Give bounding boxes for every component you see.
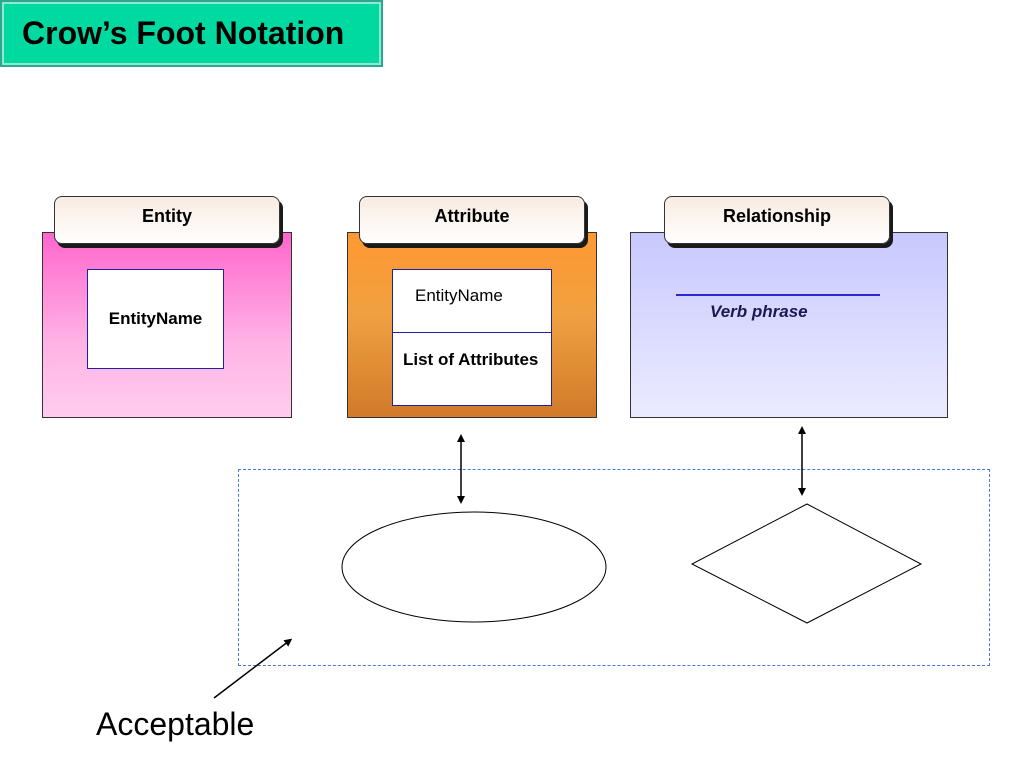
attribute-tab: Attribute	[359, 196, 585, 244]
attribute-entity-name: EntityName	[415, 286, 503, 305]
relationship-tab: Relationship	[664, 196, 890, 244]
relationship-diamond	[690, 503, 923, 624]
attribute-list-text: List of Attributes	[403, 350, 539, 369]
attribute-ellipse	[341, 511, 607, 623]
verb-phrase-text: Verb phrase	[710, 302, 808, 321]
relationship-panel	[630, 232, 948, 418]
title-banner: Crow’s Foot Notation	[0, 0, 383, 67]
attribute-box: EntityName List of Attributes	[392, 269, 552, 406]
attribute-divider	[393, 332, 551, 333]
page-title: Crow’s Foot Notation	[22, 15, 345, 51]
acceptable-region	[238, 469, 990, 666]
acceptable-pointer-arrow	[213, 638, 293, 699]
entity-name-text: EntityName	[108, 309, 203, 328]
entity-tab: Entity	[54, 196, 280, 244]
relationship-line	[676, 294, 880, 296]
acceptable-label: Acceptable	[96, 706, 255, 742]
entity-name-box: EntityName	[87, 269, 224, 369]
